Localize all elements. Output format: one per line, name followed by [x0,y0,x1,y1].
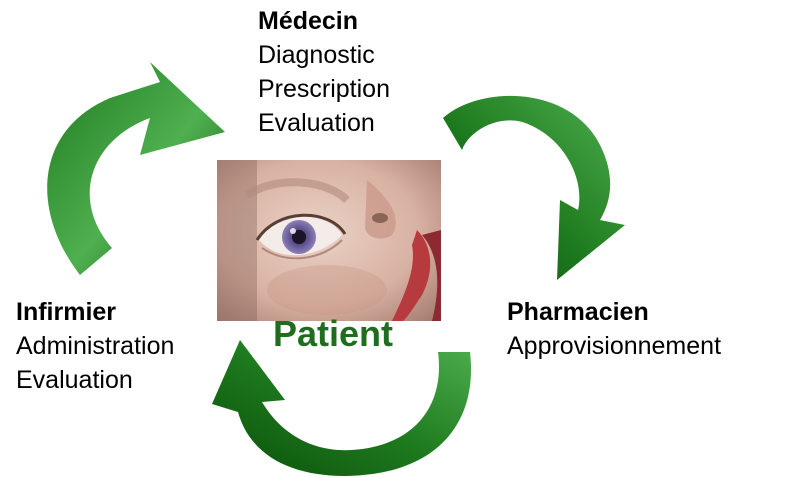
arrow-pharmacien-to-infirmier [212,340,472,476]
role-medecin-task-1: Diagnostic [258,41,375,69]
role-infirmier-title: Infirmier [16,298,117,326]
role-medecin-task-3: Evaluation [258,109,375,137]
role-pharmacien-title: Pharmacien [507,298,649,326]
role-medecin-title: Médecin [258,7,359,35]
arrow-medecin-to-pharmacien [443,95,625,280]
role-pharmacien: Pharmacien Approvisionnement [507,295,721,363]
patient-photo [217,160,441,321]
arrow-infirmier-to-medecin [47,62,226,275]
patient-label: Patient [273,313,394,354]
role-medecin: Médecin Diagnostic Prescription Evaluati… [258,4,390,140]
role-infirmier-task-1: Administration [16,332,175,360]
role-pharmacien-task-1: Approvisionnement [507,332,722,360]
role-infirmier: Infirmier Administration Evaluation [16,295,174,397]
role-medecin-task-2: Prescription [258,75,390,103]
role-infirmier-task-2: Evaluation [16,366,133,394]
